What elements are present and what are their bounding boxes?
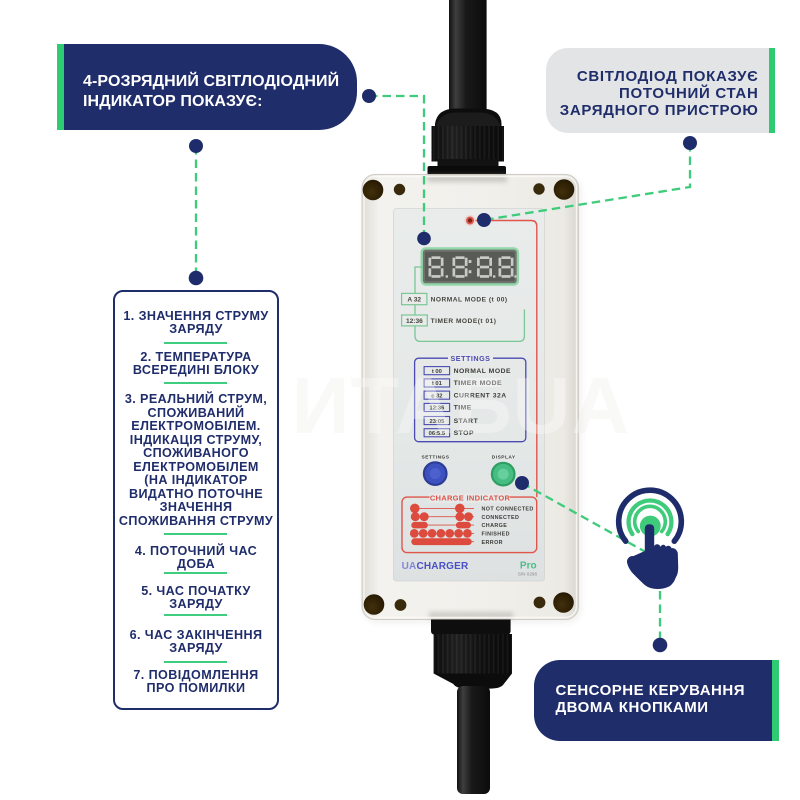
svg-text:06:5.5: 06:5.5 xyxy=(429,431,446,437)
svg-text:TIMER MODE: TIMER MODE xyxy=(454,380,502,387)
svg-text:CHARGE INDICATOR: CHARGE INDICATOR xyxy=(430,494,511,503)
svg-text:SETTINGS: SETTINGS xyxy=(422,454,450,460)
svg-text:t 00: t 00 xyxy=(432,369,442,375)
svg-text:TIMER MODE(t 01): TIMER MODE(t 01) xyxy=(431,318,497,325)
svg-text:12:36: 12:36 xyxy=(429,406,445,412)
svg-text:NORMAL MODE (t 00): NORMAL MODE (t 00) xyxy=(431,297,508,304)
svg-text:START: START xyxy=(454,418,479,425)
svg-text:t 01: t 01 xyxy=(432,381,443,387)
svg-text:CHARGE: CHARGE xyxy=(482,523,508,529)
svg-text:12:36: 12:36 xyxy=(406,318,423,325)
svg-text:c 32: c 32 xyxy=(431,393,442,399)
svg-text:A 32: A 32 xyxy=(407,297,421,304)
svg-text:CONNECTED: CONNECTED xyxy=(482,515,520,521)
svg-text:UACHARGER: UACHARGER xyxy=(402,561,469,572)
svg-text:DISPLAY: DISPLAY xyxy=(492,454,516,460)
svg-text:FINISHED: FINISHED xyxy=(482,532,510,538)
svg-text:SETTINGS: SETTINGS xyxy=(451,354,491,363)
svg-text:23:05: 23:05 xyxy=(429,419,445,425)
svg-text:NORMAL MODE: NORMAL MODE xyxy=(454,368,511,375)
svg-text:ERROR: ERROR xyxy=(482,540,503,546)
svg-text:Pro: Pro xyxy=(520,560,537,571)
svg-text:TIME: TIME xyxy=(454,405,472,412)
svg-text:CURRENT 32A: CURRENT 32A xyxy=(454,392,507,399)
svg-text:STOP: STOP xyxy=(454,430,474,437)
svg-text:NOT CONNECTED: NOT CONNECTED xyxy=(482,507,534,513)
svg-text:S/N 0296: S/N 0296 xyxy=(518,572,538,577)
